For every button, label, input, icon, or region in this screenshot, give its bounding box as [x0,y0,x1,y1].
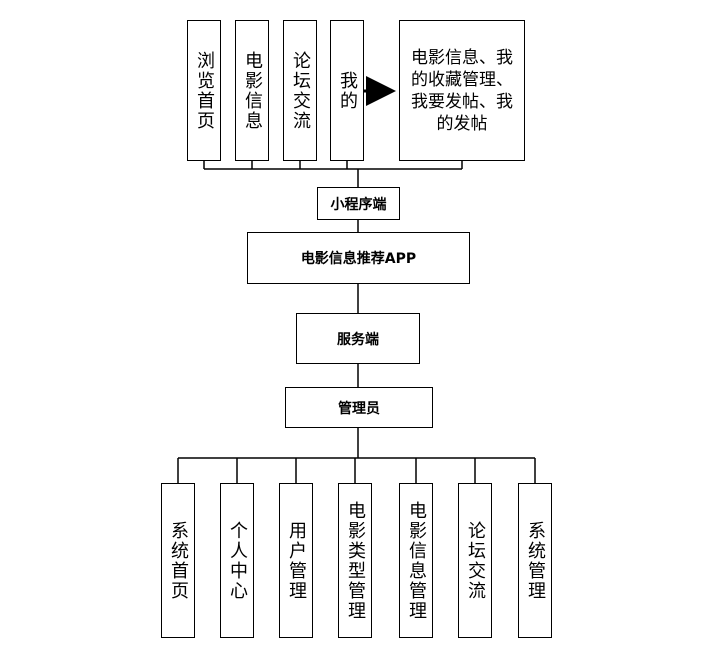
bottom-item-system-home-label: 系统首页 [168,520,189,601]
mine-description-box: 电影信息、我的收藏管理、我要发帖、我的发帖 [399,20,525,161]
top-item-home-label: 浏览首页 [194,50,215,131]
bottom-item-movie-info-management: 电影信息管理 [399,483,433,638]
top-item-movie-info: 电影信息 [235,20,269,161]
node-server-label: 服务端 [337,331,379,348]
top-item-movie-info-label: 电影信息 [242,50,263,131]
bottom-item-movie-info-management-label: 电影信息管理 [406,500,427,621]
bottom-item-movie-type-management-label: 电影类型管理 [345,500,366,621]
bottom-item-forum: 论坛交流 [458,483,492,638]
top-item-forum-label: 论坛交流 [290,50,311,131]
bottom-item-system-management-label: 系统管理 [525,520,546,601]
node-app-label: 电影信息推荐APP [300,251,417,267]
node-mini-program: 小程序端 [317,187,400,220]
bottom-item-system-management: 系统管理 [518,483,552,638]
top-item-mine: 我的 [330,20,364,161]
top-item-forum: 论坛交流 [283,20,317,161]
bottom-item-system-home: 系统首页 [161,483,195,638]
node-admin-label: 管理员 [338,400,380,417]
node-mini-program-label: 小程序端 [330,196,387,213]
node-app: 电影信息推荐APP [247,232,470,284]
bottom-item-user-management: 用户管理 [279,483,313,638]
bottom-item-user-management-label: 用户管理 [286,520,307,601]
bottom-item-personal-center-label: 个人中心 [227,520,248,601]
mine-description-text: 电影信息、我的收藏管理、我要发帖、我的发帖 [411,47,513,134]
bottom-item-forum-label: 论坛交流 [465,520,486,601]
node-server: 服务端 [296,313,420,364]
top-item-mine-label: 我的 [337,70,358,111]
bottom-item-movie-type-management: 电影类型管理 [338,483,372,638]
top-item-home: 浏览首页 [187,20,221,161]
bottom-item-personal-center: 个人中心 [220,483,254,638]
node-admin: 管理员 [285,387,433,428]
